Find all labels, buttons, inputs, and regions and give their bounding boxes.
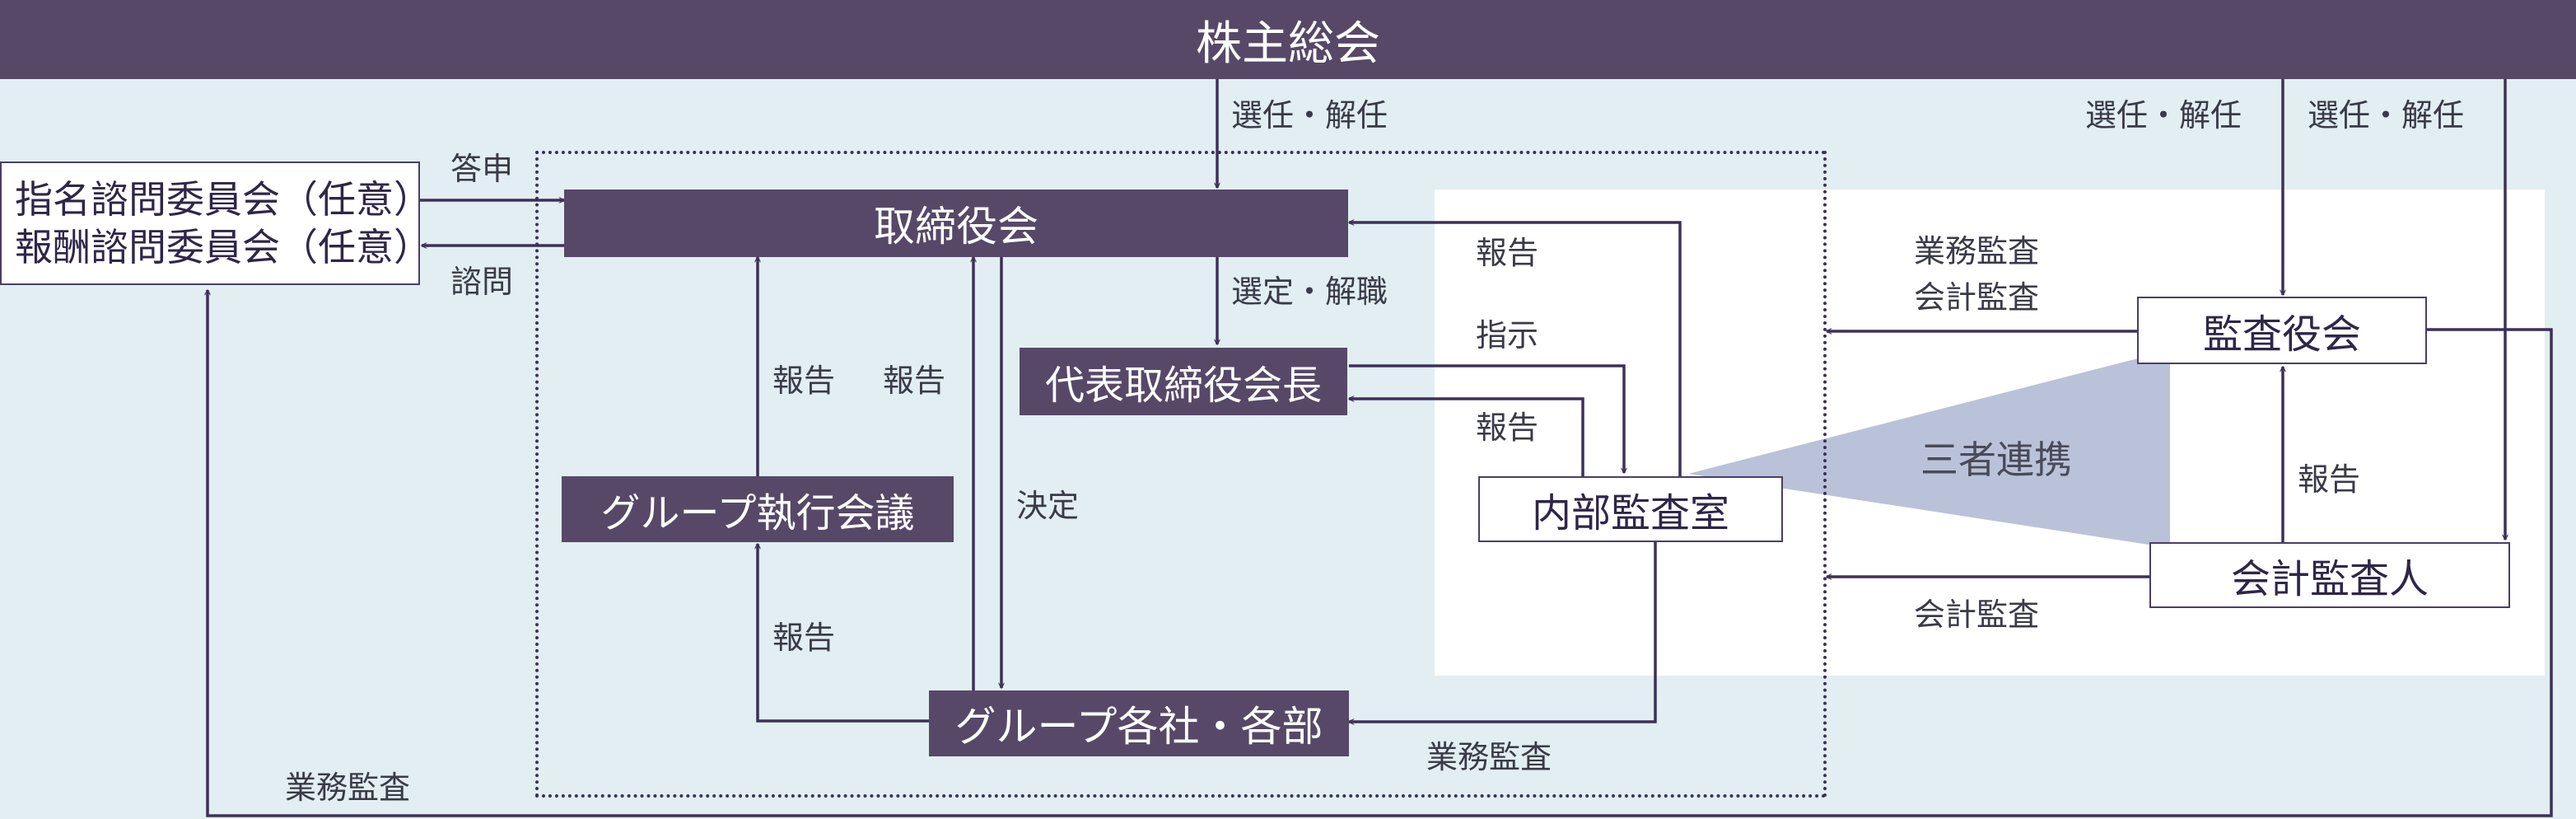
report-label-companies-to-board: 報告 (883, 363, 946, 399)
report-label-group-exec-to-board: 報告 (772, 363, 836, 399)
appoint-dismiss-label-accounting-auditor: 選任・解任 (2308, 97, 2465, 133)
shareholders-meeting-bar: 株主総会 (0, 0, 2576, 79)
appoint-dismiss-label-board: 選任・解任 (1231, 97, 1388, 133)
report-label-companies-to-group-exec: 報告 (772, 620, 836, 656)
accounting-audit-label-auditor: 会計監査 (1914, 597, 2040, 633)
accounting-audit-label-audit-board: 会計監査 (1914, 279, 2040, 316)
report-label-audit-to-board: 報告 (1476, 235, 1539, 271)
nomination-committee-label: 指名諮問委員会（任意） (15, 177, 432, 222)
instruct-label: 指示 (1476, 317, 1539, 353)
three-party-label: 三者連携 (1920, 438, 2072, 482)
internal-audit-office-box: 内部監査室 (1478, 476, 1783, 542)
business-audit-label-bottom: 業務監査 (285, 770, 411, 806)
decide-label: 決定 (1016, 488, 1080, 524)
board-of-directors-box: 取締役会 (564, 190, 1348, 257)
report-label-auditor-to-audit-board: 報告 (2298, 461, 2361, 498)
accounting-auditor-box: 会計監査人 (2149, 542, 2510, 608)
consult-answer-label: 答申 (450, 151, 514, 187)
group-companies-box: グループ各社・各部 (929, 690, 1349, 756)
business-audit-label-internal: 業務監査 (1426, 739, 1552, 775)
report-label-audit-to-ceo: 報告 (1476, 410, 1539, 446)
board-boundary (535, 151, 1827, 798)
consult-label: 諮問 (450, 264, 514, 300)
appoint-dismiss-label-audit-board: 選任・解任 (2085, 97, 2242, 133)
audit-board-box: 監査役会 (2137, 297, 2427, 364)
compensation-committee-label: 報酬諮問委員会（任意） (15, 225, 432, 269)
business-audit-label-audit-board: 業務監査 (1914, 233, 2040, 269)
advisory-committees-box: 指名諮問委員会（任意） 報酬諮問委員会（任意） (0, 161, 432, 285)
group-executive-meeting-box: グループ執行会議 (562, 476, 954, 542)
chairman-ceo-box: 代表取締役会長 (1020, 348, 1347, 415)
select-dismiss-label: 選定・解職 (1231, 274, 1388, 310)
